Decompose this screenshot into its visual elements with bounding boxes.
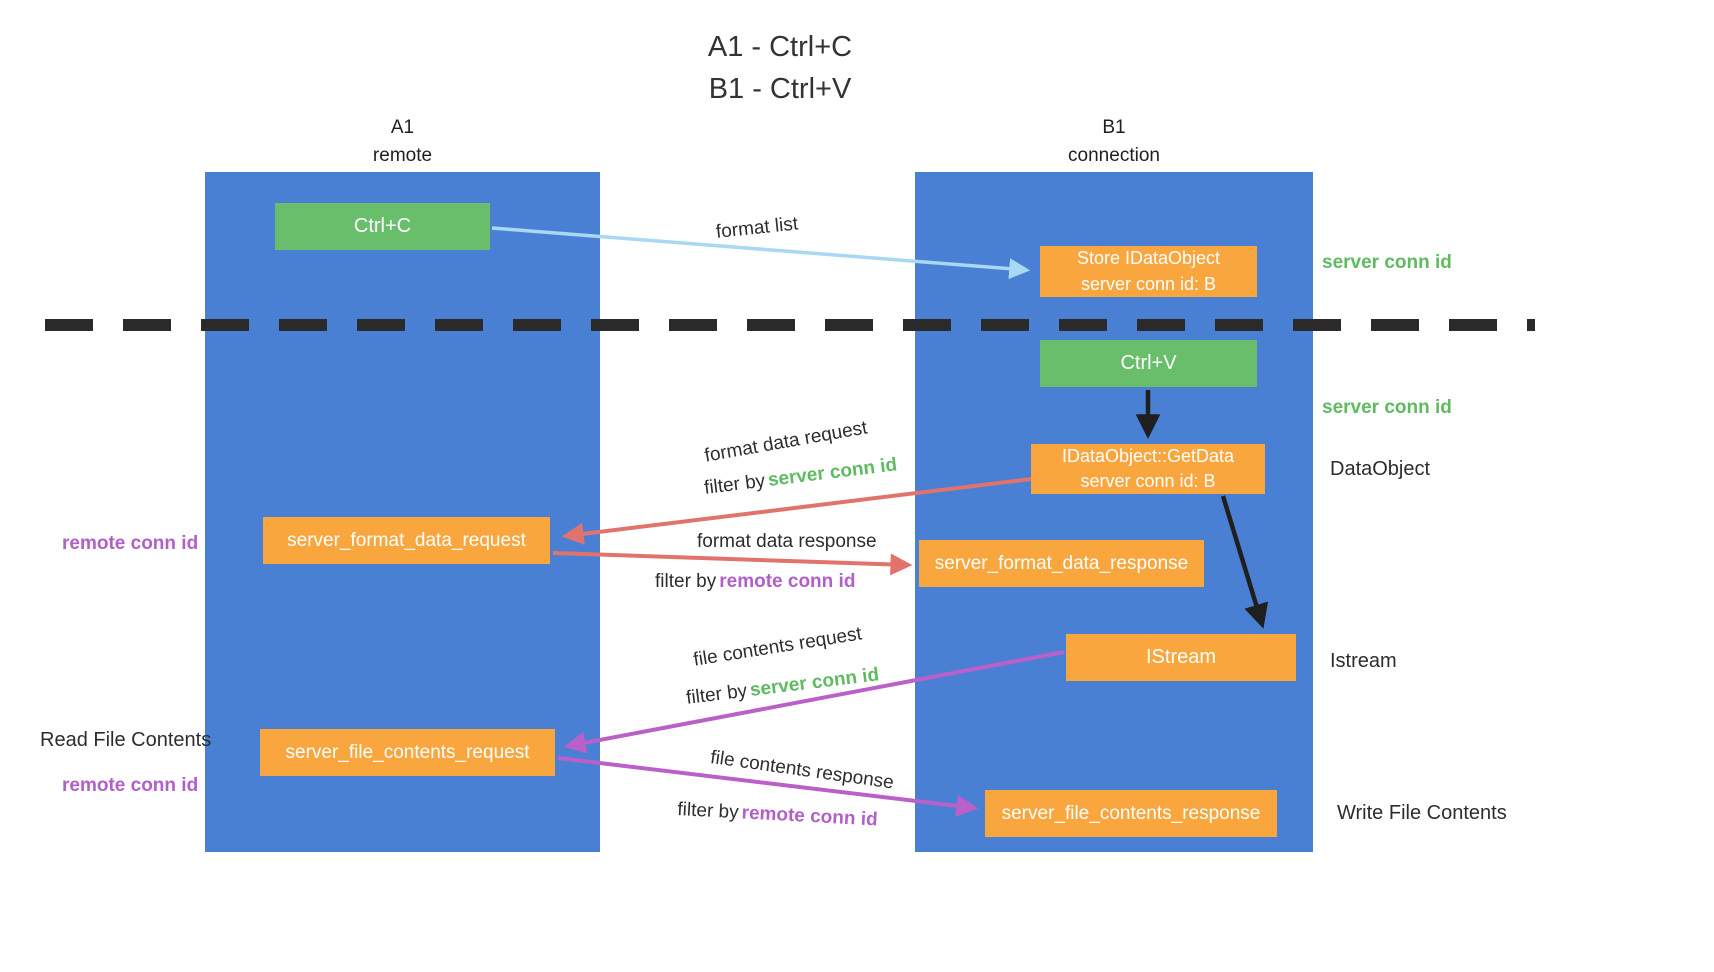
filter-target-remote-conn-id: remote conn id [719, 571, 856, 592]
column-b1-header: B1 connection [915, 114, 1313, 169]
filter-target-server-conn-id: server conn id [766, 454, 899, 492]
column-a1-header: A1 remote [205, 114, 600, 169]
filter-by-remote-conn-id-label-2: filter byremote conn id [677, 799, 878, 831]
istream-label: Istream [1330, 650, 1397, 672]
istream-box: IStream [1066, 634, 1296, 681]
file-contents-response-label: file contents response [709, 747, 896, 794]
column-a1-subtitle: remote [372, 144, 433, 166]
column-a1-name: A1 [390, 117, 415, 138]
write-file-contents-label: Write File Contents [1337, 802, 1507, 824]
diagram-title: A1 - Ctrl+C B1 - Ctrl+V [560, 26, 1000, 110]
store-idataobject-line1: Store IDataObject [1076, 248, 1221, 269]
server-conn-id-label-mid: server conn id [1322, 397, 1452, 418]
file-contents-request-label: file contents request [692, 623, 864, 671]
filter-prefix: filter by [676, 799, 740, 824]
filter-by-server-conn-id-label-2: filter byserver conn id [685, 664, 880, 709]
ctrl-v-box: Ctrl+V [1040, 340, 1257, 387]
store-idataobject-line2: server conn id: B [1080, 273, 1217, 294]
column-b1-subtitle: connection [1068, 144, 1160, 166]
format-list-label: format list [715, 213, 800, 243]
title-line1: A1 - Ctrl+C [707, 31, 853, 63]
idataobject-getdata-box: IDataObject::GetData server conn id: B [1031, 444, 1265, 494]
remote-conn-id-label-top: remote conn id [62, 533, 199, 554]
dataobject-label: DataObject [1330, 458, 1431, 480]
ctrl-c-box: Ctrl+C [275, 203, 490, 250]
format-data-response-label: format data response [697, 531, 877, 552]
format-data-response-arrow [552, 551, 913, 576]
read-file-contents-label: Read File Contents [40, 729, 212, 751]
title-line2: B1 - Ctrl+V [708, 73, 852, 106]
filter-prefix: filter by [655, 571, 717, 592]
server-file-contents-request-box: server_file_contents_request [260, 729, 555, 776]
remote-conn-id-label-bottom: remote conn id [62, 775, 199, 796]
server-format-data-response-box: server_format_data_response [919, 540, 1204, 587]
column-b1-name: B1 [1102, 117, 1126, 138]
filter-target-server-conn-id: server conn id [748, 664, 881, 702]
server-conn-id-label-top: server conn id [1322, 252, 1452, 273]
getdata-line2: server conn id: B [1080, 471, 1216, 491]
store-idataobject-box: Store IDataObject server conn id: B [1040, 246, 1257, 297]
filter-target-remote-conn-id: remote conn id [741, 802, 879, 831]
filter-prefix: filter by [685, 680, 749, 709]
server-format-data-request-box: server_format_data_request [263, 517, 550, 564]
getdata-line1: IDataObject::GetData [1061, 445, 1235, 466]
server-file-contents-response-box: server_file_contents_response [985, 790, 1277, 837]
filter-prefix: filter by [703, 470, 767, 499]
